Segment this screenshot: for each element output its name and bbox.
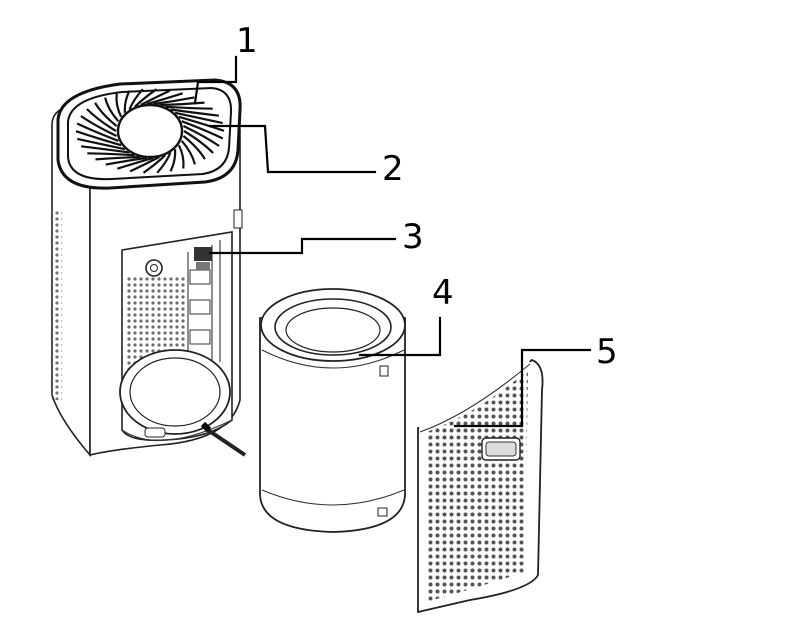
purifier-body <box>51 105 247 458</box>
fan-blade <box>174 111 223 125</box>
callout-5: 5 <box>596 332 618 372</box>
leader-line-5 <box>453 348 592 428</box>
fan-blade <box>76 122 119 142</box>
callout-4: 4 <box>432 273 454 313</box>
callout-2: 2 <box>382 149 404 189</box>
fan-blade <box>152 96 195 106</box>
fan-blade <box>115 93 123 118</box>
fan-blade <box>146 92 184 106</box>
fan-blade <box>104 97 120 122</box>
fan-blade <box>181 120 224 140</box>
fan-blade <box>134 88 158 108</box>
fan-blade <box>142 154 166 174</box>
fan-blade <box>180 140 196 165</box>
fan-blade <box>156 152 172 174</box>
fan-blade <box>94 102 118 127</box>
leader-line-2 <box>208 124 377 174</box>
leader-lines <box>193 55 592 428</box>
fan-blade <box>80 145 130 154</box>
fan-blade <box>177 144 185 169</box>
leader-line-3 <box>208 237 397 255</box>
fan-blade <box>105 156 148 166</box>
callout-3: 3 <box>402 217 424 257</box>
fan-blade <box>182 125 220 147</box>
fan-blade <box>169 149 177 172</box>
callout-1: 1 <box>236 21 258 61</box>
fan-blade <box>170 108 220 117</box>
fan-blade <box>86 108 117 132</box>
filter-cylinder <box>259 288 406 533</box>
fan-blade <box>129 156 160 173</box>
fan-blade <box>178 115 225 132</box>
fan-blade <box>128 88 144 110</box>
fan-blade <box>87 152 135 157</box>
fan-blade <box>123 90 131 113</box>
top-fan-grille <box>56 78 242 190</box>
fan-blade <box>95 155 141 161</box>
fan-blade <box>165 105 213 110</box>
leader-line-4 <box>358 316 442 357</box>
fan-blade <box>75 130 122 147</box>
fan-blade <box>182 135 206 160</box>
fan-blade <box>183 130 214 154</box>
fan-blade <box>80 115 118 137</box>
fan-blade <box>77 137 126 151</box>
fan-blade <box>159 101 205 107</box>
fan-blade <box>140 89 171 106</box>
leader-line-1 <box>193 55 238 105</box>
fan-blade <box>116 156 154 170</box>
front-cover <box>417 358 544 614</box>
